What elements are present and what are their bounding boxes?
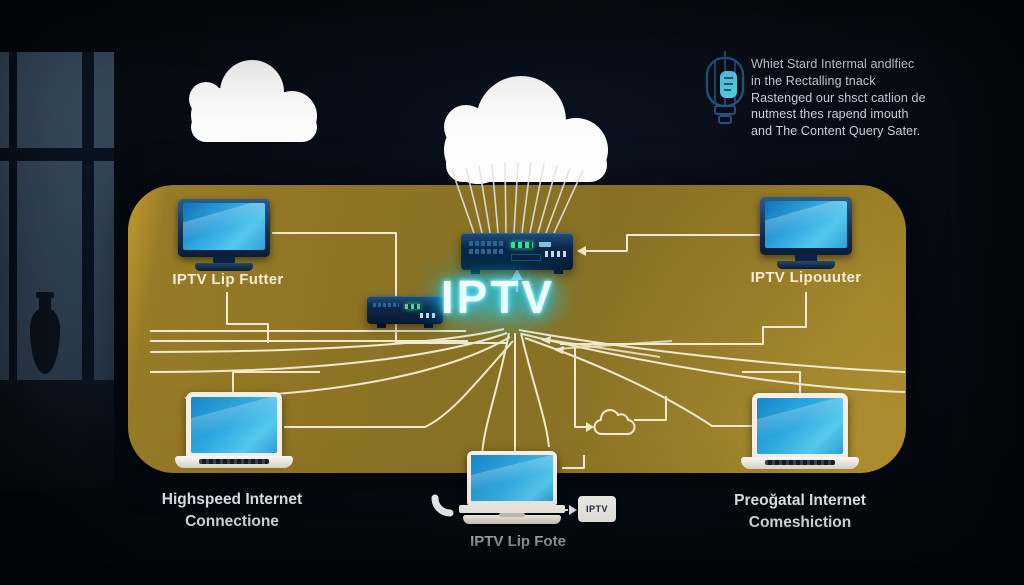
laptop-frame	[467, 451, 557, 505]
tv-base	[777, 261, 835, 269]
tv-screen	[183, 203, 265, 250]
floor-shadow	[0, 525, 1024, 585]
neon-glow	[398, 250, 603, 352]
laptop-frame	[752, 393, 848, 459]
tv-top-right	[760, 197, 852, 269]
cloud-icon	[444, 76, 608, 184]
lantern-icon	[705, 51, 745, 124]
tv-screen	[765, 201, 847, 248]
laptop-bottom-center	[459, 451, 565, 524]
tv-top-right-label: IPTV Lipouuter	[750, 269, 862, 286]
router-buttons	[545, 251, 567, 257]
tv-frame	[178, 199, 270, 257]
laptop-frame	[186, 392, 282, 458]
tv-top-left-label: IPTV Lip Futter	[172, 271, 284, 288]
vase-silhouette	[30, 292, 60, 374]
secondary-router-device	[367, 296, 443, 328]
laptop-base	[459, 505, 565, 513]
router-ports	[469, 241, 503, 246]
tv-stand	[213, 256, 235, 263]
tv-base	[195, 263, 253, 271]
iptv-receiver-device	[461, 233, 573, 274]
laptop-base	[175, 456, 293, 468]
router-ports	[373, 303, 399, 307]
info-line: and The Content Query Sater.	[751, 124, 921, 138]
tv-frame	[760, 197, 852, 255]
router-leds	[511, 242, 533, 248]
phone-handset-icon	[431, 494, 454, 517]
background-window	[0, 52, 114, 490]
window-frame-bar	[0, 148, 114, 161]
laptop-screen	[757, 398, 843, 454]
tv-stand	[795, 254, 817, 261]
tv-top-left	[178, 199, 270, 271]
cloud-icon	[189, 60, 317, 142]
laptop-base	[741, 457, 859, 469]
iptv-card: IPTV	[578, 496, 616, 522]
info-line: nutmest thes rapend imouth	[751, 107, 909, 122]
info-line: Whiet Stard Intermal andlfiec	[751, 57, 915, 71]
router-slot	[511, 254, 541, 261]
info-line: in the Rectalling tnack	[751, 73, 876, 88]
window-sill	[0, 380, 114, 490]
window-frame-bar	[9, 52, 17, 490]
laptop-screen	[471, 455, 553, 501]
router-display	[539, 242, 551, 247]
router-leds	[405, 304, 421, 309]
label-line: Preoğatal Internet	[734, 492, 866, 509]
router-buttons	[420, 313, 438, 318]
info-line: Rastenged our shsct catlion de	[751, 90, 926, 105]
laptop-base	[463, 515, 561, 524]
laptop-bottom-right	[741, 393, 859, 469]
router-ports	[469, 249, 503, 254]
info-text-block: Whiet Stard Intermal andlfiec in the Rec…	[751, 56, 935, 140]
label-line: Highspeed Internet	[161, 491, 303, 508]
laptop-bottom-left	[175, 392, 293, 468]
iptv-glow-title: IPTV	[440, 271, 556, 323]
laptop-screen	[191, 397, 277, 453]
